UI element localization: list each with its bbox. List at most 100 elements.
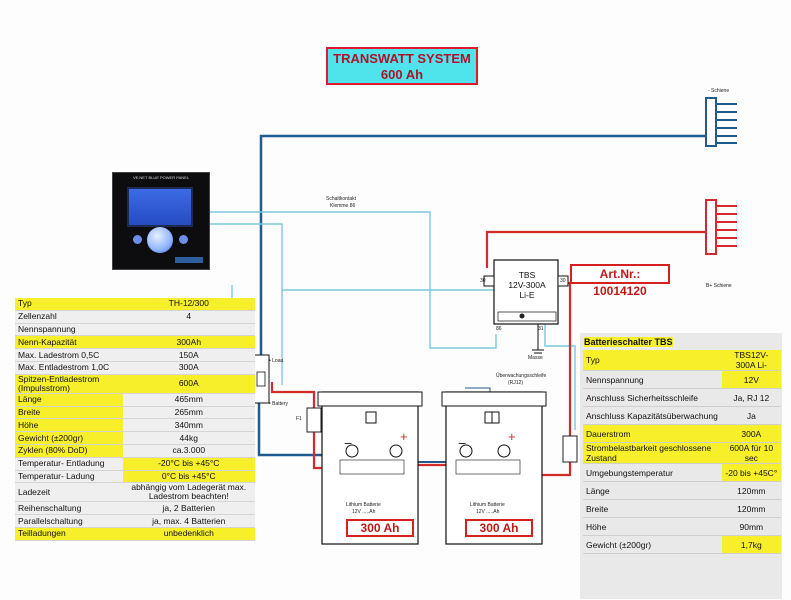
spec-label: Max. Entladestrom 1,0C xyxy=(15,361,123,375)
ground-label: Masse xyxy=(528,355,543,361)
spec-label: Zyklen (80% DoD) xyxy=(15,444,123,458)
battery-1-voltage: 12V .....Ah xyxy=(352,509,376,515)
blue-wire-minus xyxy=(257,134,712,457)
panel-button-icon xyxy=(179,235,188,244)
spec-label: Länge xyxy=(583,481,722,500)
spec-label: Max. Ladestrom 0,5C xyxy=(15,348,123,362)
panel-logo xyxy=(175,257,203,263)
fuse-f2 xyxy=(562,435,578,463)
tbs-terminal-86: 86 xyxy=(496,326,502,332)
tbs-terminal-30-right: 30 xyxy=(560,278,566,284)
table-row: Temperatur- Entladung-20°C bis +45°C xyxy=(15,457,255,471)
spec-label: Teilladungen xyxy=(15,527,123,541)
fuse-f1 xyxy=(306,407,322,433)
battery-2-label: Lithium Batterie xyxy=(470,502,505,508)
blue-power-panel: VE.NET BLUE POWER PANEL xyxy=(112,172,210,270)
spec-label: Spitzen-Entladestrom (Impulsstrom) xyxy=(15,374,123,394)
spec-label: Höhe xyxy=(583,517,722,536)
system-title: TRANSWATT SYSTEM xyxy=(333,51,471,66)
shunt-box xyxy=(252,354,270,404)
tbs-terminal-30-left: 30 xyxy=(480,278,486,284)
spec-label: Ladezeit xyxy=(15,482,123,503)
table-row: Gewicht (±200gr)1,7kg xyxy=(583,535,781,554)
battery-2-plus-sign: + xyxy=(508,429,516,444)
shunt-battery-label: • Battery xyxy=(269,401,288,407)
spec-label: Typ xyxy=(15,298,123,311)
monitoring-loop-label: Überwachungsschleife xyxy=(496,373,547,379)
battery-1-minus-sign: − xyxy=(344,435,353,451)
spec-label: Höhe xyxy=(15,418,123,433)
spec-value: 300A xyxy=(122,361,255,375)
spec-value: 90mm xyxy=(721,517,781,536)
spec-label: Dauerstrom xyxy=(583,424,722,443)
spec-value: abhängig vom Ladegerät max. Ladestrom be… xyxy=(122,482,255,503)
spec-label: Typ xyxy=(583,350,722,371)
spec-value: 120mm xyxy=(721,499,781,518)
panel-caption: VE.NET BLUE POWER PANEL xyxy=(132,175,190,180)
spec-label: Reihenschaltung xyxy=(15,501,123,516)
spec-value: Ja xyxy=(721,406,781,425)
spec-value: TH-12/300 xyxy=(122,298,255,311)
spec-value: unbedenklich xyxy=(122,527,255,541)
spec-value xyxy=(122,323,255,337)
battery-1-capacity: 300 Ah xyxy=(346,519,414,537)
spec-label: Anschluss Kapazitätsüberwachung xyxy=(583,406,722,425)
table-row: Nennspannung xyxy=(15,323,255,337)
tbs-rating: 12V-300A xyxy=(508,280,546,290)
spec-value: 600A xyxy=(122,374,255,394)
panel-button-icon xyxy=(133,235,142,244)
spec-label: Gewicht (±200gr) xyxy=(15,431,123,445)
spec-label: Parallelschaltung xyxy=(15,514,123,528)
spec-value: 300Ah xyxy=(122,335,255,350)
switch-contact-label: Schaltkontakt xyxy=(326,196,357,202)
spec-value: 120mm xyxy=(721,481,781,500)
spec-value: -20°C bis +45°C xyxy=(122,457,255,471)
spec-value: -20 bis +45C° xyxy=(721,463,781,482)
battery-2-minus-sign: − xyxy=(458,435,467,451)
plus-bus-bar xyxy=(705,199,737,255)
spec-value: ja, max. 4 Batterien xyxy=(122,514,255,528)
battery-1 xyxy=(317,391,423,545)
spec-label: Breite xyxy=(15,406,123,420)
spec-value: 0°C bis +45°C xyxy=(122,470,255,484)
rj12-label: (RJ12) xyxy=(508,380,524,386)
tbs-spec-title-text: Batterieschalter TBS xyxy=(584,337,673,347)
tbs-label: TBS 12V-300A Li-E xyxy=(503,270,551,300)
panel-screen xyxy=(127,187,193,227)
table-row: Umgebungstemperatur-20 bis +45C° xyxy=(583,463,781,482)
spec-value: 265mm xyxy=(122,406,255,420)
tbs-spec-title: Batterieschalter TBS xyxy=(580,333,782,350)
tbs-name: TBS xyxy=(518,270,536,280)
spec-label: Nennspannung xyxy=(15,323,123,337)
spec-label: Zellenzahl xyxy=(15,310,123,324)
table-row: Spitzen-Entladestrom (Impulsstrom)600A xyxy=(15,374,255,394)
tbs-terminal-31: 31 xyxy=(538,326,544,332)
spec-value: 340mm xyxy=(122,418,255,433)
system-title-box: TRANSWATT SYSTEM 600 Ah xyxy=(326,47,478,85)
minus-bus-bar xyxy=(705,97,737,147)
spec-value: ja, 2 Batterien xyxy=(122,501,255,516)
fuse-f1-label: F1 xyxy=(296,416,302,422)
spec-label: Temperatur- Ladung xyxy=(15,470,123,484)
spec-label: Gewicht (±200gr) xyxy=(583,535,722,554)
spec-label: Länge xyxy=(15,393,123,407)
battery-2-capacity: 300 Ah xyxy=(465,519,533,537)
table-row: Zyklen (80% DoD)ca.3.000 xyxy=(15,444,255,458)
spec-label: Strombelastbarkeit geschlossene Zustand xyxy=(583,442,722,464)
